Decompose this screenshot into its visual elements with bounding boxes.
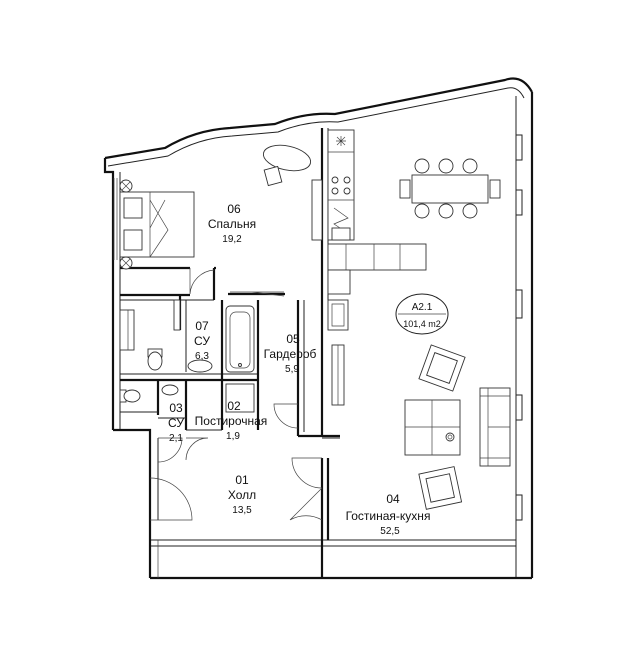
dining-table-icon (399, 158, 501, 219)
sink-icon (187, 359, 213, 373)
nightstand (119, 179, 133, 270)
apartment-tag (395, 293, 449, 335)
shower-icon (119, 309, 135, 351)
room-area: 6,3 (195, 351, 209, 362)
bed-icon (119, 191, 195, 258)
sink-icon (331, 227, 351, 241)
room-label-guest-bathroom: 02 Постирочная 1,9 (195, 399, 268, 442)
lamp-icon (262, 144, 312, 187)
outer-walls (103, 77, 534, 580)
room-number: 02 (227, 399, 241, 413)
glass-partition (173, 299, 181, 331)
stove-icon (331, 176, 351, 195)
toilet-icon (119, 389, 141, 403)
room-label-living-kitchen: 04 Гостиная-кухня 52,5 (346, 492, 431, 537)
armchair-icon (418, 466, 463, 510)
room-number: 01 (235, 473, 249, 487)
room-area: 52,5 (380, 526, 400, 537)
room-area: 5,9 (285, 364, 299, 375)
bathtub-icon (225, 305, 255, 373)
armchair-icon (418, 344, 466, 392)
kitchen-island (327, 243, 427, 271)
sink-icon (161, 384, 179, 396)
apartment-code: A2.1 (412, 302, 433, 313)
room-number: 07 (195, 319, 209, 333)
sofa-icon (479, 387, 511, 467)
room-label-bathroom-03: 03 СУ 2,1 (168, 401, 184, 444)
room-area: 19,2 (222, 234, 242, 245)
room-name: Гостиная-кухня (346, 509, 431, 523)
fridge (327, 269, 351, 331)
room-number: 03 (169, 401, 183, 415)
room-label-bedroom: 06 Спальня 19,2 (208, 202, 256, 245)
room-name: СУ (168, 416, 184, 430)
room-label-wardrobe: 05 Гардероб 5,9 (264, 332, 317, 375)
room-number: 04 (386, 492, 400, 506)
washing-machine (225, 383, 255, 413)
door-icon (149, 268, 323, 521)
apartment-total-area: 101,4 m2 (403, 319, 441, 329)
room-area: 13,5 (232, 505, 252, 516)
room-label-bathroom-07: 07 СУ 6,3 (194, 319, 210, 362)
room-name: Спальня (208, 217, 256, 231)
wardrobe-rail (311, 179, 345, 406)
room-name: Постирочная (195, 414, 268, 428)
toilet-icon (147, 348, 163, 371)
room-label-hall: 01 Холл 13,5 (228, 473, 256, 516)
room-name: СУ (194, 334, 210, 348)
room-area: 2,1 (169, 433, 183, 444)
room-name: Гардероб (264, 347, 317, 361)
kitchen-counter (327, 129, 355, 241)
room-number: 05 (286, 332, 300, 346)
room-name: Холл (228, 488, 256, 502)
room-area: 1,9 (226, 431, 240, 442)
room-number: 06 (227, 202, 241, 216)
coffee-table (404, 399, 461, 456)
